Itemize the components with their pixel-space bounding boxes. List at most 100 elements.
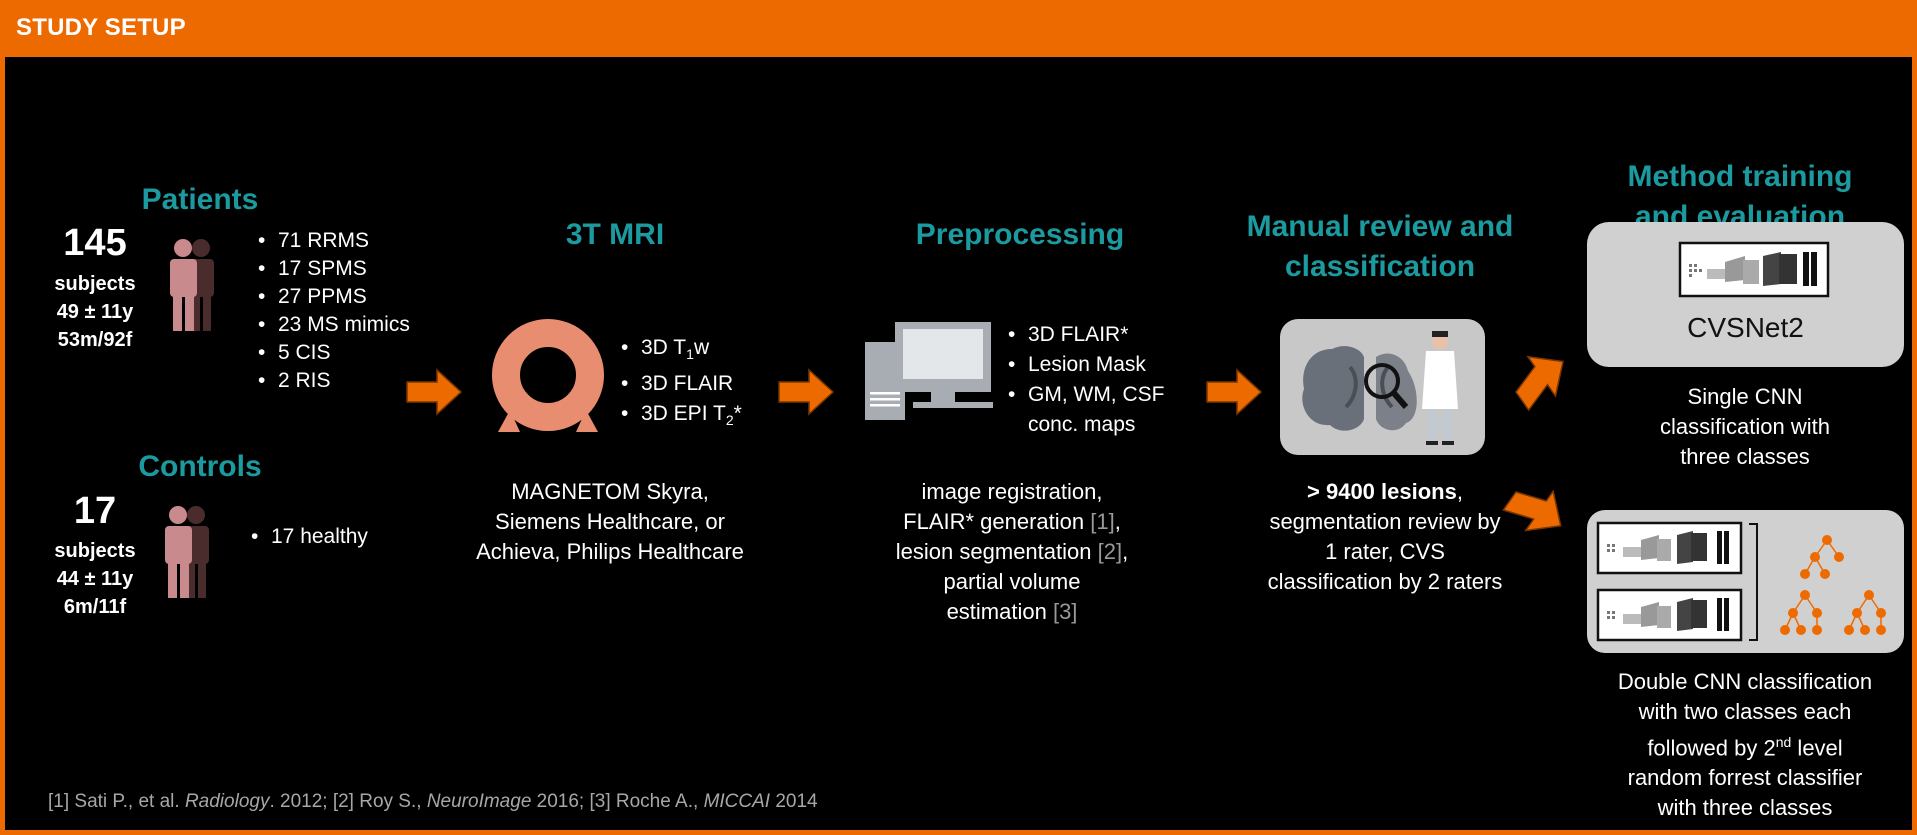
controls-people-icon bbox=[165, 506, 209, 598]
desc-line: partial volume bbox=[943, 569, 1081, 594]
single-cnn-description: Single CNN classification with three cla… bbox=[1605, 382, 1885, 472]
patients-sex: 53m/92f bbox=[57, 329, 133, 351]
desc-line: classification with bbox=[1660, 414, 1830, 439]
desc-text: level bbox=[1791, 735, 1843, 761]
scanner-line: Siemens Healthcare, or bbox=[495, 509, 725, 534]
preprocessing-list: 3D FLAIR* Lesion Mask GM, WM, CSF conc. … bbox=[1008, 320, 1164, 440]
desc-text: , bbox=[1456, 479, 1463, 504]
controls-sex: 6m/11f bbox=[63, 596, 127, 618]
desc-line: with three classes bbox=[1657, 795, 1833, 821]
title-line: Manual review and bbox=[1246, 210, 1514, 243]
bracket-icon bbox=[1749, 523, 1758, 641]
random-forest-icon bbox=[1780, 535, 1886, 635]
patients-unit: subjects bbox=[54, 273, 136, 295]
reference-link: [2] bbox=[1097, 539, 1123, 564]
desc-line: FLAIR* generation [1], bbox=[867, 507, 1157, 537]
desc-line: image registration, bbox=[921, 479, 1103, 504]
list-item: 71 RRMS bbox=[258, 227, 410, 255]
mri-sequence-list: 3D T1w 3D FLAIR 3D EPI T2* bbox=[621, 333, 742, 435]
cnn-network-icon bbox=[1596, 521, 1743, 575]
desc-line: lesion segmentation [2], bbox=[867, 537, 1157, 567]
list-item: 3D T1w bbox=[621, 333, 742, 369]
header-title: STUDY SETUP bbox=[16, 14, 186, 41]
desc-text: lesion segmentation bbox=[895, 539, 1098, 564]
desc-line: 1 rater, CVS bbox=[1325, 539, 1445, 564]
seq-text: 3D T bbox=[641, 336, 687, 359]
reference-link: [3] bbox=[1052, 599, 1078, 624]
double-cnn-description: Double CNN classification with two class… bbox=[1595, 667, 1895, 823]
desc-text: , bbox=[1122, 539, 1129, 564]
preprocessing-description: image registration, FLAIR* generation [1… bbox=[867, 477, 1157, 627]
model-name: CVSNet2 bbox=[1687, 312, 1804, 343]
list-item: 23 MS mimics bbox=[258, 311, 410, 339]
list-item-continued: conc. maps bbox=[1028, 413, 1136, 436]
desc-line: three classes bbox=[1680, 444, 1810, 469]
arrow-up-right-icon bbox=[1515, 355, 1564, 412]
citation-text: 2014 bbox=[770, 791, 818, 812]
list-item: 2 RIS bbox=[258, 367, 410, 395]
patients-list: 71 RRMS 17 SPMS 27 PPMS 23 MS mimics 5 C… bbox=[258, 227, 410, 395]
review-description: > 9400 lesions, segmentation review by 1… bbox=[1235, 477, 1535, 597]
patients-stats: subjects 49 ± 11y 53m/92f bbox=[25, 270, 165, 354]
review-title: Manual review and classification bbox=[1220, 207, 1540, 287]
single-cnn-box: CVSNet2 bbox=[1587, 222, 1904, 367]
reference-link: [1] bbox=[1090, 509, 1115, 534]
mri-title: 3T MRI bbox=[565, 218, 665, 251]
citation-journal: NeuroImage bbox=[426, 791, 532, 812]
lesion-count: > 9400 lesions bbox=[1307, 479, 1457, 504]
desc-line: with two classes each bbox=[1638, 699, 1852, 724]
citation-text: . 2012; [2] Roy S., bbox=[269, 791, 427, 812]
arrow-right-icon bbox=[406, 368, 463, 416]
scanner-line: MAGNETOM Skyra, bbox=[511, 479, 709, 504]
controls-title: Controls bbox=[138, 450, 262, 483]
preprocessing-title: Preprocessing bbox=[915, 218, 1125, 251]
seq-sub: 2 bbox=[725, 412, 734, 429]
mri-scanners: MAGNETOM Skyra, Siemens Healthcare, or A… bbox=[455, 477, 765, 567]
list-item: 17 healthy bbox=[251, 523, 368, 551]
desc-text: estimation bbox=[946, 599, 1053, 624]
desc-line: estimation [3] bbox=[867, 597, 1157, 627]
controls-count: 17 bbox=[73, 490, 117, 532]
list-item: 17 SPMS bbox=[258, 255, 410, 283]
desc-text: followed by 2 bbox=[1647, 735, 1776, 761]
seq-text: * bbox=[733, 402, 742, 426]
cnn-network-icon bbox=[1678, 241, 1830, 298]
desc-sup: nd bbox=[1775, 734, 1792, 750]
brain-doctor-icon bbox=[1302, 331, 1458, 445]
desc-text: FLAIR* generation bbox=[903, 509, 1091, 534]
desc-line: segmentation review by bbox=[1269, 509, 1501, 534]
list-item: 3D EPI T2* bbox=[621, 399, 742, 435]
controls-stats: subjects 44 ± 11y 6m/11f bbox=[25, 537, 165, 621]
seq-text: w bbox=[693, 336, 710, 359]
scanner-line: Achieva, Philips Healthcare bbox=[476, 539, 744, 564]
desc-text: , bbox=[1114, 509, 1121, 534]
desc-line: > 9400 lesions, bbox=[1235, 477, 1535, 507]
desc-line: classification by 2 raters bbox=[1267, 569, 1503, 594]
arrow-down-right-icon bbox=[1502, 489, 1562, 532]
desc-line: Single CNN bbox=[1687, 384, 1803, 409]
list-item: 5 CIS bbox=[258, 339, 410, 367]
title-line: classification bbox=[1284, 250, 1476, 283]
citation-journal: MICCAI bbox=[703, 791, 771, 812]
list-item: 3D FLAIR bbox=[621, 369, 742, 399]
computer-icon bbox=[865, 322, 993, 420]
arrow-right-icon bbox=[1206, 368, 1263, 416]
desc-line: Double CNN classification bbox=[1617, 669, 1873, 694]
desc-line: followed by 2nd level bbox=[1595, 727, 1895, 763]
patients-title: Patients bbox=[141, 183, 259, 216]
cnn-network-icon bbox=[1596, 588, 1743, 642]
controls-unit: subjects bbox=[54, 540, 136, 562]
patients-age: 49 ± 11y bbox=[56, 301, 134, 323]
desc-line: random forrest classifier bbox=[1627, 765, 1863, 791]
controls-list: 17 healthy bbox=[251, 523, 368, 551]
list-item: 27 PPMS bbox=[258, 283, 410, 311]
content-panel: Patients 145 subjects 49 ± 11y 53m/92f 7… bbox=[5, 57, 1912, 830]
mri-scanner-icon bbox=[492, 319, 604, 432]
review-illustration bbox=[1280, 319, 1485, 455]
double-cnn-box bbox=[1587, 510, 1904, 653]
title-line: Method training bbox=[1627, 160, 1853, 193]
citation-text: [1] Sati P., et al. bbox=[48, 791, 185, 812]
seq-text: 3D EPI T bbox=[641, 402, 726, 426]
arrow-right-icon bbox=[778, 368, 835, 416]
